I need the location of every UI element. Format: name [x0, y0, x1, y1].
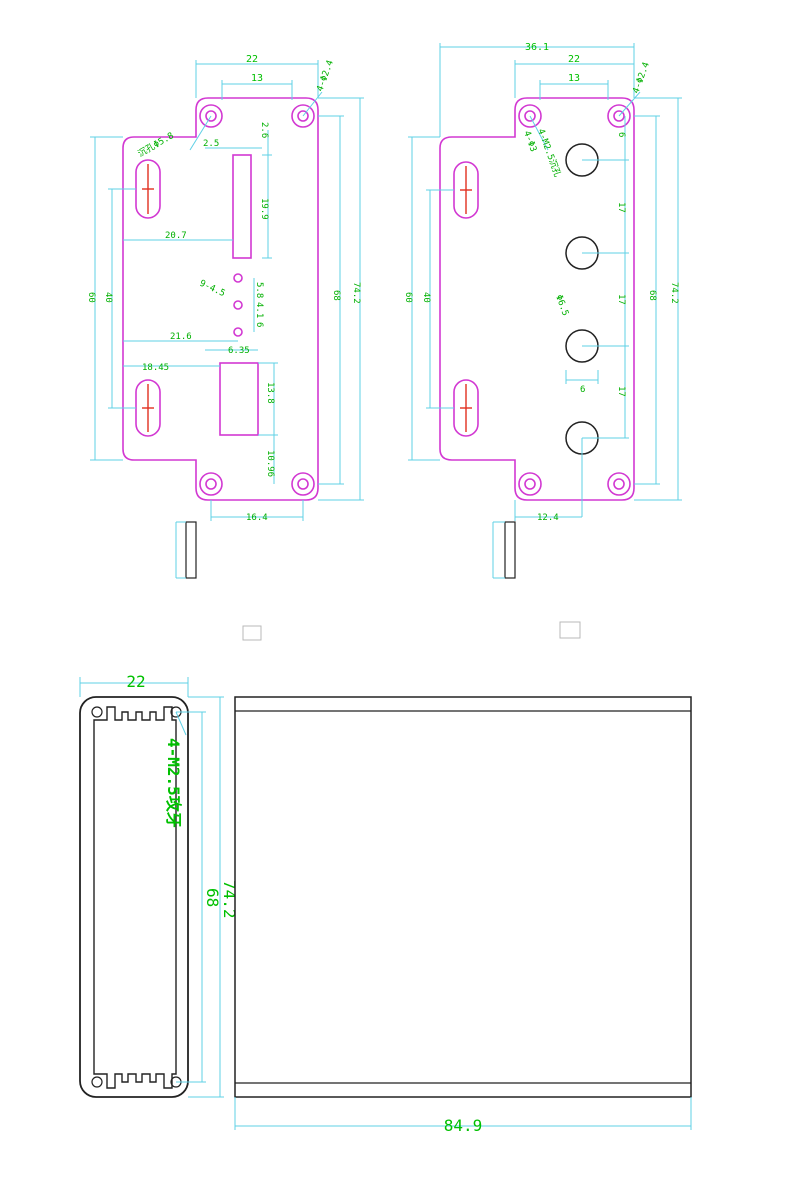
front-dim-6: 6	[254, 322, 264, 327]
back-panel-holes	[518, 104, 631, 496]
profile-inner-wall	[93, 706, 177, 1089]
profile-dimension-lines	[79, 677, 224, 1098]
front-dim-16-4: 16.4	[246, 513, 268, 523]
side-length-label: 84.9	[444, 1116, 483, 1135]
back-dim-hole-dia: Φ6.5	[553, 294, 570, 318]
front-dim-10-96: 10.96	[265, 450, 275, 477]
front-dim-4-1: 4.1	[254, 302, 264, 318]
back-panel-slots	[453, 161, 479, 437]
front-panel-dimension-lines	[90, 60, 364, 521]
back-panel-dimension-lines	[408, 43, 682, 521]
profile-width-label: 22	[126, 672, 145, 691]
front-dim-19-9: 19.9	[259, 198, 269, 220]
profile-outer-wall	[79, 696, 189, 1098]
back-height-slot-label: 40	[421, 292, 431, 303]
front-dim-18-45: 18.45	[142, 363, 169, 373]
profile-view: 22 4-M2.5攻牙 74.2 68	[79, 672, 239, 1098]
front-height-slot-label: 40	[103, 292, 113, 303]
faint-marks	[242, 621, 581, 641]
back-panel-side-view	[492, 521, 516, 579]
side-view-dimension-lines	[234, 1097, 692, 1130]
front-side-note-label: 沉孔Φ5.8	[136, 130, 176, 159]
front-panel-side-view	[175, 521, 197, 579]
front-height-outer-label: 74.2	[351, 282, 361, 304]
front-dim-21-6: 21.6	[170, 332, 192, 342]
front-width-label: 22	[246, 54, 258, 65]
back-thread-note-label: 4-M2.5沉孔	[535, 127, 563, 178]
front-dim-6-35: 6.35	[228, 346, 250, 356]
back-height-side-label: 60	[403, 292, 413, 303]
back-dim-17-c: 17	[616, 386, 626, 397]
front-panel-cutout-upper	[232, 154, 252, 259]
front-panel-outline	[122, 97, 319, 501]
front-dim-2-6: 2.6	[259, 122, 269, 138]
back-panel-round-holes	[565, 143, 599, 455]
back-dim-6-hole: 6	[580, 385, 585, 395]
back-width-mid-label: 22	[568, 54, 580, 65]
back-height-mid-label: 68	[647, 290, 657, 301]
front-dim-2-5: 2.5	[203, 139, 219, 149]
back-pitch-label: 13	[568, 73, 580, 84]
back-corner-note-label: 4-Φ3	[521, 130, 538, 154]
profile-height-inner-label: 68	[203, 888, 222, 907]
back-dim-6-top: 6	[616, 132, 626, 137]
front-panel-holes	[199, 104, 315, 496]
front-panel-view: 22 13 4-Φ2.4 沉孔Φ5.8 2.5 2.6 19.9 20.7 9-…	[86, 54, 364, 579]
front-dim-5-8: 5.8	[254, 282, 264, 298]
profile-thread-note-label: 4-M2.5攻牙	[164, 738, 183, 828]
front-panel-slots	[135, 159, 161, 437]
front-dim-13-8: 13.8	[265, 382, 275, 404]
front-height-side-label: 60	[86, 292, 96, 303]
side-view: 84.9	[234, 696, 692, 1135]
front-panel-cutout-lower	[219, 362, 259, 436]
back-dim-17-b: 17	[616, 294, 626, 305]
front-dim-20-7: 20.7	[165, 231, 187, 241]
front-pitch-label: 13	[251, 73, 263, 84]
back-dim-17-a: 17	[616, 202, 626, 213]
back-panel-outline	[439, 97, 635, 501]
back-bottom-dim-label: 12.4	[537, 513, 559, 523]
back-width-overall-label: 36.1	[525, 42, 549, 53]
front-height-mid-label: 68	[331, 290, 341, 301]
back-height-outer-label: 74.2	[669, 282, 679, 304]
side-view-body	[234, 696, 692, 1098]
front-panel-led-holes	[233, 273, 243, 337]
back-panel-view: 36.1 22 13 4-Φ2.4 4-M2.5沉孔 4-Φ3 6 17 17 …	[403, 42, 682, 579]
front-dim-9-4-5: 9-4.5	[198, 279, 227, 300]
